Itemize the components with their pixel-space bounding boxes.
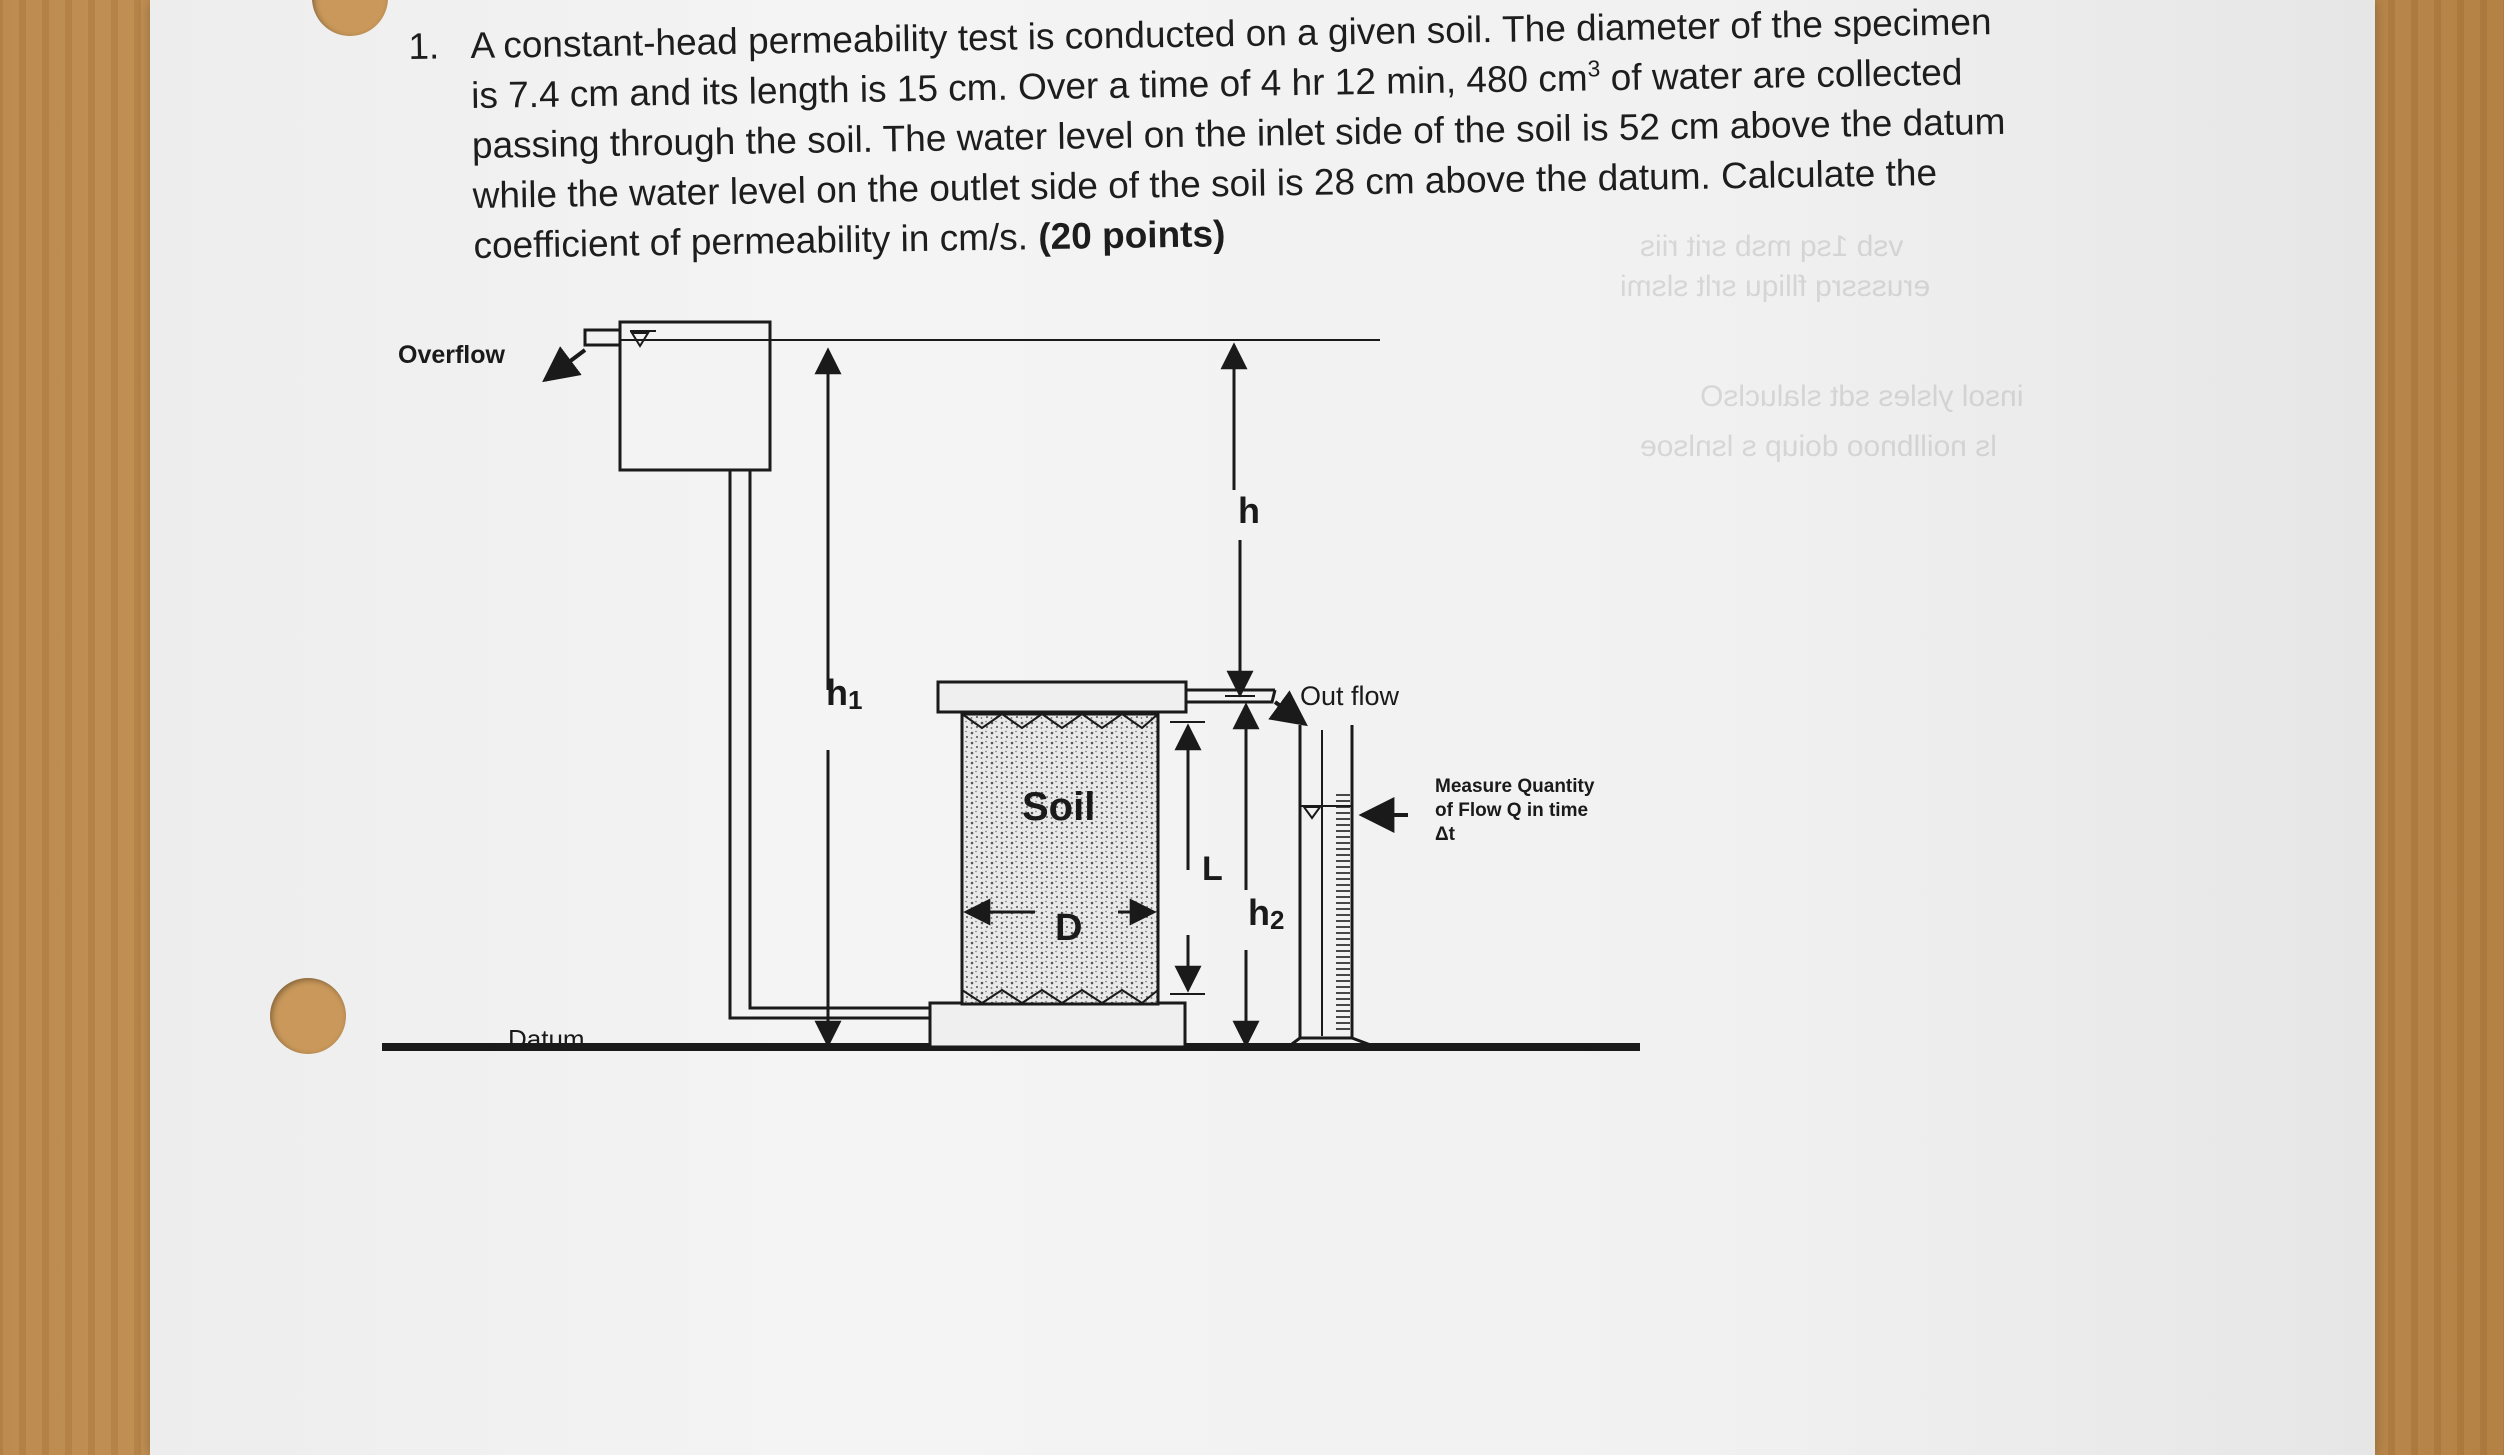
water-level-triangle-icon <box>630 332 650 348</box>
top-cap <box>936 680 1188 714</box>
binder-hole-bottom <box>270 978 346 1054</box>
l-label: L <box>1202 850 1223 888</box>
paper-sheet <box>150 0 2375 1455</box>
head-tank <box>618 320 772 472</box>
h1-label: h1 <box>826 672 862 715</box>
overflow-arrow <box>542 346 587 383</box>
supply-pipe-outer <box>728 470 930 1020</box>
bottom-porous-stone <box>961 988 1159 1005</box>
cylinder-graduations <box>1336 794 1350 1030</box>
h2-label: h2 <box>1248 892 1284 935</box>
h-label: h <box>1238 490 1260 531</box>
graduated-cylinder <box>1298 725 1354 1040</box>
supply-pipe-inner <box>748 470 930 1010</box>
measure-label-line-1: Measure Quantity <box>1435 776 1595 797</box>
measure-label-line-2: of Flow Q in time <box>1435 800 1588 821</box>
outflow-arrow <box>1268 690 1308 727</box>
soil-specimen <box>960 712 1160 1006</box>
base-block <box>928 1001 1187 1049</box>
top-porous-stone <box>961 712 1159 730</box>
d-label: D <box>1055 907 1082 949</box>
overflow-label: Overflow <box>398 341 506 369</box>
datum-label: Datum <box>508 1024 585 1054</box>
overflow-spout <box>583 328 620 347</box>
measure-label-line-3: Δt <box>1435 824 1456 845</box>
collected-water-level-icon <box>1302 806 1322 820</box>
out-flow-label: Out flow <box>1300 681 1400 711</box>
soil-label: Soil <box>1022 785 1095 829</box>
